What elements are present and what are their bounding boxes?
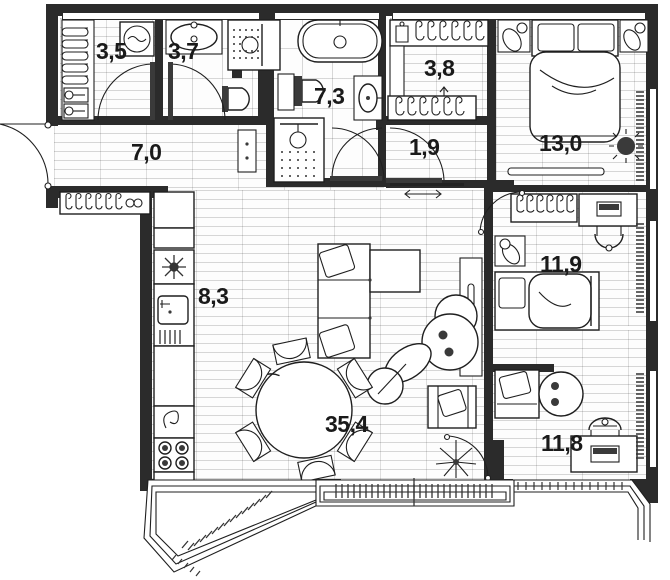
wc-fixtures (165, 19, 281, 112)
label-living-area: 35,4 (325, 411, 368, 437)
chair-icon-b3 (588, 417, 622, 436)
kitchen-units (153, 191, 195, 489)
door-bathroom (330, 127, 383, 181)
dining-chairs (234, 337, 374, 483)
window-right-master (649, 88, 657, 190)
wall-kitchen-left (140, 186, 152, 491)
extractor-hood-icon (153, 405, 195, 439)
bay-window-left-radiator (181, 490, 273, 551)
wardrobe-rail-bedroom2 (510, 193, 578, 223)
door-wc (168, 62, 226, 121)
plant-icon-living (435, 440, 477, 478)
window-top-laundry (62, 12, 260, 20)
wall-bedroom2-left (484, 188, 493, 488)
single-bed-icon-b2 (494, 271, 600, 331)
desk-icon-b3 (570, 417, 638, 473)
sliding-door-track (390, 183, 464, 186)
label-dressing-area: 3,8 (424, 55, 455, 81)
window-right-bedroom3 (649, 370, 657, 468)
living-furniture (234, 243, 479, 483)
window-right-bedroom2 (649, 220, 657, 322)
label-bedroom-3-area: 11,8 (541, 430, 583, 456)
bedroom-2-furniture (494, 193, 638, 331)
radiator-bedroom-main (636, 91, 644, 181)
door-hall-corridor (331, 127, 385, 181)
wall-left-upper (46, 4, 58, 126)
cooktop-icon (153, 437, 195, 473)
single-bed-icon-b3 (494, 369, 540, 419)
washbasin-icon-bath (353, 75, 383, 121)
hall-shelf (237, 129, 257, 173)
label-bedroom-2-area: 11,9 (540, 251, 582, 277)
bay-window-right (315, 478, 515, 507)
bedroom-main-furniture (497, 19, 649, 176)
coffee-table-icon (366, 342, 432, 405)
door-bedroom-3 (443, 433, 492, 482)
wall-laundry-bottom (58, 116, 268, 125)
shirt-icon (395, 21, 409, 43)
refrigerator-icon (153, 249, 195, 285)
door-laundry (97, 62, 155, 121)
radiator-bedroom-3 (636, 373, 644, 459)
balcony-bedroom-3 (492, 479, 651, 542)
shower-tray-icon-bath (273, 117, 325, 183)
label-laundry-area: 3,5 (96, 38, 127, 64)
label-wc-area: 3,7 (168, 38, 199, 64)
door-entry (0, 121, 52, 190)
label-corridor-area: 1,9 (409, 134, 440, 160)
wall-bath-bottom (266, 178, 386, 187)
sink-icon (157, 295, 189, 344)
toilet-icon (222, 86, 250, 112)
door-bedroom-2 (477, 189, 526, 236)
bay-window-left (143, 479, 321, 577)
armchair-icon (427, 385, 477, 429)
bathtub-icon (297, 19, 383, 63)
water-heater-icon (63, 87, 89, 119)
wall-bath-left (266, 16, 274, 186)
chair-icon (594, 226, 624, 252)
laundry-fixtures (61, 19, 155, 121)
bedroom-3-furniture (494, 369, 638, 473)
dining-set-icon (234, 337, 374, 483)
wall-laundry-right (155, 16, 163, 124)
wall-dressing-right (487, 16, 496, 188)
door-corridor (386, 127, 445, 183)
wall-hall-right-stub (376, 118, 386, 130)
sofa-icon (317, 243, 421, 359)
label-bedroom-main-area: 13,0 (539, 130, 582, 156)
washbasin-icon (165, 19, 223, 55)
corridor-wardrobe (387, 95, 477, 121)
round-table-icon (538, 371, 584, 417)
double-bed-icon (529, 19, 621, 143)
radiator-bedroom-2 (636, 223, 644, 313)
label-kitchen-area: 8,3 (198, 283, 229, 309)
corridor-door-width-marker (404, 189, 442, 199)
wall-bedroom12-split (493, 185, 653, 192)
label-bathroom-area: 7,3 (314, 83, 345, 109)
shower-tray-icon (227, 19, 281, 71)
hall-wardrobe (59, 191, 151, 215)
lamp-icon-bedroom2 (494, 235, 526, 267)
plant-icon (609, 129, 643, 163)
wall-bedroom23-split (484, 364, 554, 372)
bedside-lamp-right-icon (619, 19, 649, 53)
washing-machine-icon (119, 21, 155, 57)
label-hall-area: 7,0 (131, 139, 162, 165)
side-table-icon (421, 294, 479, 371)
toilet-icon-bath (277, 73, 324, 111)
desk-icon (578, 193, 638, 252)
bathroom-fixtures (273, 19, 383, 183)
bedside-lamp-left-icon (497, 19, 531, 53)
